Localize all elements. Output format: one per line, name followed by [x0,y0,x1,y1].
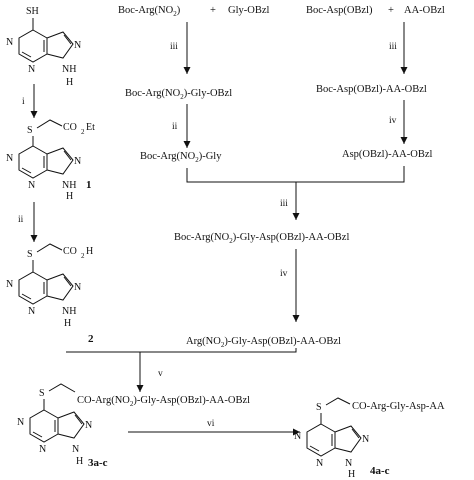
step-iv-label-a: iv [389,116,397,126]
dipeptide-acid-label: Boc-Arg(NO2)-Gly [140,151,222,164]
n3-label: N [28,64,35,75]
boc-arg-label: Boc-Arg(NO2) [118,5,181,18]
s-label-3: S [39,388,45,399]
n9-label: NH [62,64,76,75]
tetrapeptide-free-label: Arg(NO2)-Gly-Asp(OBzl)-AA-OBzl [186,336,341,349]
step-i-label: i [22,97,25,107]
s-label-4: S [316,402,322,413]
n3-label-c4: N [316,458,323,469]
acid-group-sub: 2 [81,252,85,260]
acid-group-b: H [86,246,93,257]
ester-group-b: Et [86,122,95,133]
step-iii-label-c: iii [280,199,288,209]
sh-label: SH [26,6,39,17]
step-v-label: v [158,369,163,379]
compound-4-chain: CO-Arg-Gly-Asp-AA [352,401,445,412]
s-label-1: S [27,125,33,136]
asp-aa-label: Asp(OBzl)-AA-OBzl [342,149,432,160]
n1-label-c3: N [17,417,24,428]
aa-obzl-label: AA-OBzl [404,5,445,16]
compound-4-number: 4a-c [370,465,390,477]
compound-4-structure: S CO-Arg-Gly-Asp-AA N N N N H 4a-c [294,397,445,480]
n7-label-c3: N [85,420,92,431]
n3-label-c3: N [39,444,46,455]
n9-label-c4: N [345,458,352,469]
compound-3-number: 3a-c [88,457,108,469]
step-iii-label-b: iii [389,42,397,52]
n7-label-c2: N [74,282,81,293]
n9-label-c2: NH [62,306,76,317]
plus-sign-left: + [210,5,216,16]
compound-1-structure: S CO 2 Et N N N NH H 1 [6,119,95,202]
tetrapeptide-protected-label: Boc-Arg(NO2)-Gly-Asp(OBzl)-AA-OBzl [174,232,349,245]
compound-3-chain: CO-Arg(NO2)-Gly-Asp(OBzl)-AA-OBzl [77,395,250,408]
n1-label-c4: N [294,431,301,442]
h9-label-c4: H [348,469,355,480]
n7-label-c1: N [74,156,81,167]
step-iv-label-b: iv [280,269,288,279]
step-ii-label-left: ii [18,215,24,225]
n7-label-c4: N [362,434,369,445]
boc-asp-aa-label: Boc-Asp(OBzl)-AA-OBzl [316,84,427,95]
h9-label-c1: H [66,191,73,202]
n7-label: N [74,40,81,51]
dipeptide-ester-label: Boc-Arg(NO2)-Gly-OBzl [125,88,232,101]
acid-group-a: CO [63,246,77,257]
compound-3-structure: S CO-Arg(NO2)-Gly-Asp(OBzl)-AA-OBzl N N … [17,383,250,469]
n1-label-c1: N [6,153,13,164]
step-vi-label: vi [207,419,215,429]
n9-label-c3: N [72,444,79,455]
plus-sign-right: + [388,5,394,16]
n9-label-c1: NH [62,180,76,191]
s-label-2: S [27,249,33,260]
compound-2-number: 2 [88,333,94,345]
compound-2-structure: S CO 2 H N N N NH H 2 [6,243,94,345]
compound-1-number: 1 [86,179,92,191]
h9-label-c3: H [76,456,83,467]
ester-group-sub: 2 [81,128,85,136]
n3-label-c1: N [28,180,35,191]
peptide-starting-materials: Boc-Arg(NO2) + Gly-OBzl Boc-Asp(OBzl) + … [118,5,445,18]
step-ii-label-mid: ii [172,122,178,132]
gly-obzl-label: Gly-OBzl [228,5,269,16]
n1-label-c2: N [6,279,13,290]
n1-label: N [6,37,13,48]
n3-label-c2: N [28,306,35,317]
h9-label-c2: H [64,318,71,329]
h9-label: H [66,77,73,88]
step-iii-label-a: iii [170,42,178,52]
mercaptopurine-structure: SH N N N NH H [6,6,81,88]
boc-asp-label: Boc-Asp(OBzl) [306,5,373,16]
ester-group-a: CO [63,122,77,133]
